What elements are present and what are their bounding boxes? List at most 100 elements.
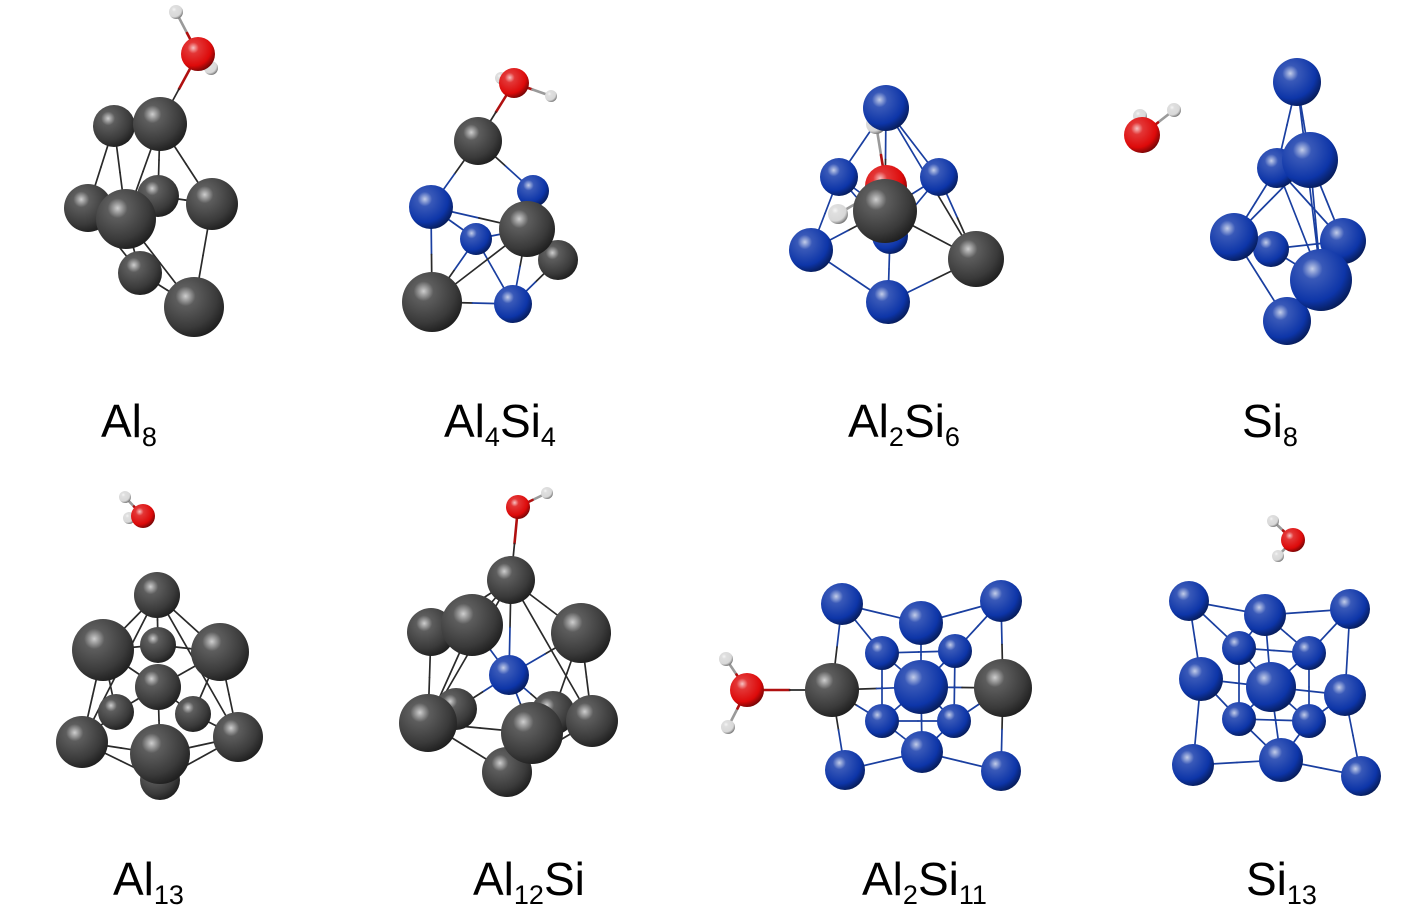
hydrogen-atom (1272, 550, 1284, 562)
al-atom (441, 594, 503, 656)
al-atom (135, 664, 181, 710)
element-count: 2 (888, 422, 904, 452)
al-atom (186, 178, 238, 230)
cluster-label-si8: Si8 (1242, 395, 1298, 451)
si-atom (1330, 589, 1370, 629)
cluster-label-al4si4: Al4Si4 (444, 395, 556, 451)
cluster-label-al12si: Al12Si (473, 853, 585, 909)
element-symbol: Al (848, 395, 889, 447)
si-atom (865, 704, 899, 738)
element-symbol: Al (473, 853, 514, 905)
cluster-si13 (1169, 515, 1381, 796)
oxygen-atom (499, 68, 529, 98)
al-atom (538, 240, 578, 280)
si-atom (1246, 662, 1296, 712)
element-count: 8 (1282, 422, 1298, 452)
al-atom (134, 572, 180, 618)
al-atom (948, 231, 1004, 287)
al-atom (56, 716, 108, 768)
oxygen-atom (730, 673, 764, 707)
hydrogen-atom (1167, 103, 1181, 117)
element-count: 4 (484, 422, 500, 452)
oxygen-atom (181, 37, 215, 71)
si-atom (938, 634, 972, 668)
al-atom (487, 556, 535, 604)
si-atom (1210, 213, 1258, 261)
si-atom (460, 223, 492, 255)
al-atom (175, 696, 211, 732)
element-symbol: Al (862, 853, 903, 905)
element-symbol: Si (917, 853, 959, 905)
si-atom (863, 85, 909, 131)
al-atom (133, 97, 187, 151)
si-atom (865, 636, 899, 670)
cluster-label-al2si11: Al2Si11 (862, 853, 987, 909)
si-atom (981, 751, 1021, 791)
element-symbol: Al (113, 853, 154, 905)
si-atom (1273, 58, 1321, 106)
si-atom (494, 285, 532, 323)
al-atom (164, 277, 224, 337)
al-atom (213, 712, 263, 762)
oxygen-atom (506, 495, 530, 519)
al-atom (118, 251, 162, 295)
cluster-label-al13: Al13 (113, 853, 184, 909)
si-atom (821, 583, 863, 625)
si-atom (937, 704, 971, 738)
cluster-al12si (399, 487, 618, 797)
oxygen-atom (1124, 117, 1160, 153)
element-count: 13 (153, 880, 184, 910)
si-atom (1290, 249, 1352, 311)
si-atom (899, 601, 943, 645)
cluster-al8 (64, 5, 238, 337)
si-atom (489, 655, 529, 695)
al-atom (72, 619, 134, 681)
al-atom (566, 695, 618, 747)
si-atom (517, 175, 549, 207)
element-count: 12 (513, 880, 544, 910)
cluster-al2si11 (719, 580, 1032, 791)
si-atom (1341, 756, 1381, 796)
cluster-al2si6 (789, 85, 1004, 324)
cluster-label-si13: Si13 (1246, 853, 1317, 909)
si-atom (980, 580, 1022, 622)
hydrogen-atom (541, 487, 553, 499)
al-atom (454, 117, 502, 165)
si-atom (1169, 581, 1209, 621)
al-atom (191, 623, 249, 681)
element-count: 4 (540, 422, 556, 452)
si-atom (1253, 231, 1289, 267)
al-atom (399, 694, 457, 752)
si-atom (409, 185, 453, 229)
si-atom (1292, 704, 1326, 738)
element-symbol: Si (543, 853, 585, 905)
al-atom (974, 659, 1032, 717)
oxygen-atom (131, 504, 155, 528)
si-atom (1263, 297, 1311, 345)
cluster-label-al8: Al8 (101, 395, 157, 451)
al-atom (501, 702, 563, 764)
si-atom (1222, 631, 1256, 665)
si-atom (1222, 702, 1256, 736)
cluster-si8 (1124, 58, 1366, 345)
cluster-al4si4 (402, 68, 578, 332)
al-atom (551, 603, 611, 663)
si-atom (1172, 744, 1214, 786)
si-atom (1292, 636, 1326, 670)
element-symbol: Al (101, 395, 142, 447)
hydrogen-atom (545, 90, 557, 102)
oxygen-atom (1281, 528, 1305, 552)
si-atom (1282, 132, 1338, 188)
si-atom (820, 158, 858, 196)
element-symbol: Si (1242, 395, 1283, 447)
element-count: 6 (944, 422, 960, 452)
element-count: 11 (958, 880, 987, 910)
si-atom (1244, 594, 1286, 636)
element-symbol: Al (444, 395, 485, 447)
al-atom (130, 724, 190, 784)
al-atom (93, 105, 135, 147)
si-atom (1259, 738, 1303, 782)
element-count: 2 (902, 880, 918, 910)
element-symbol: Si (1246, 853, 1287, 905)
